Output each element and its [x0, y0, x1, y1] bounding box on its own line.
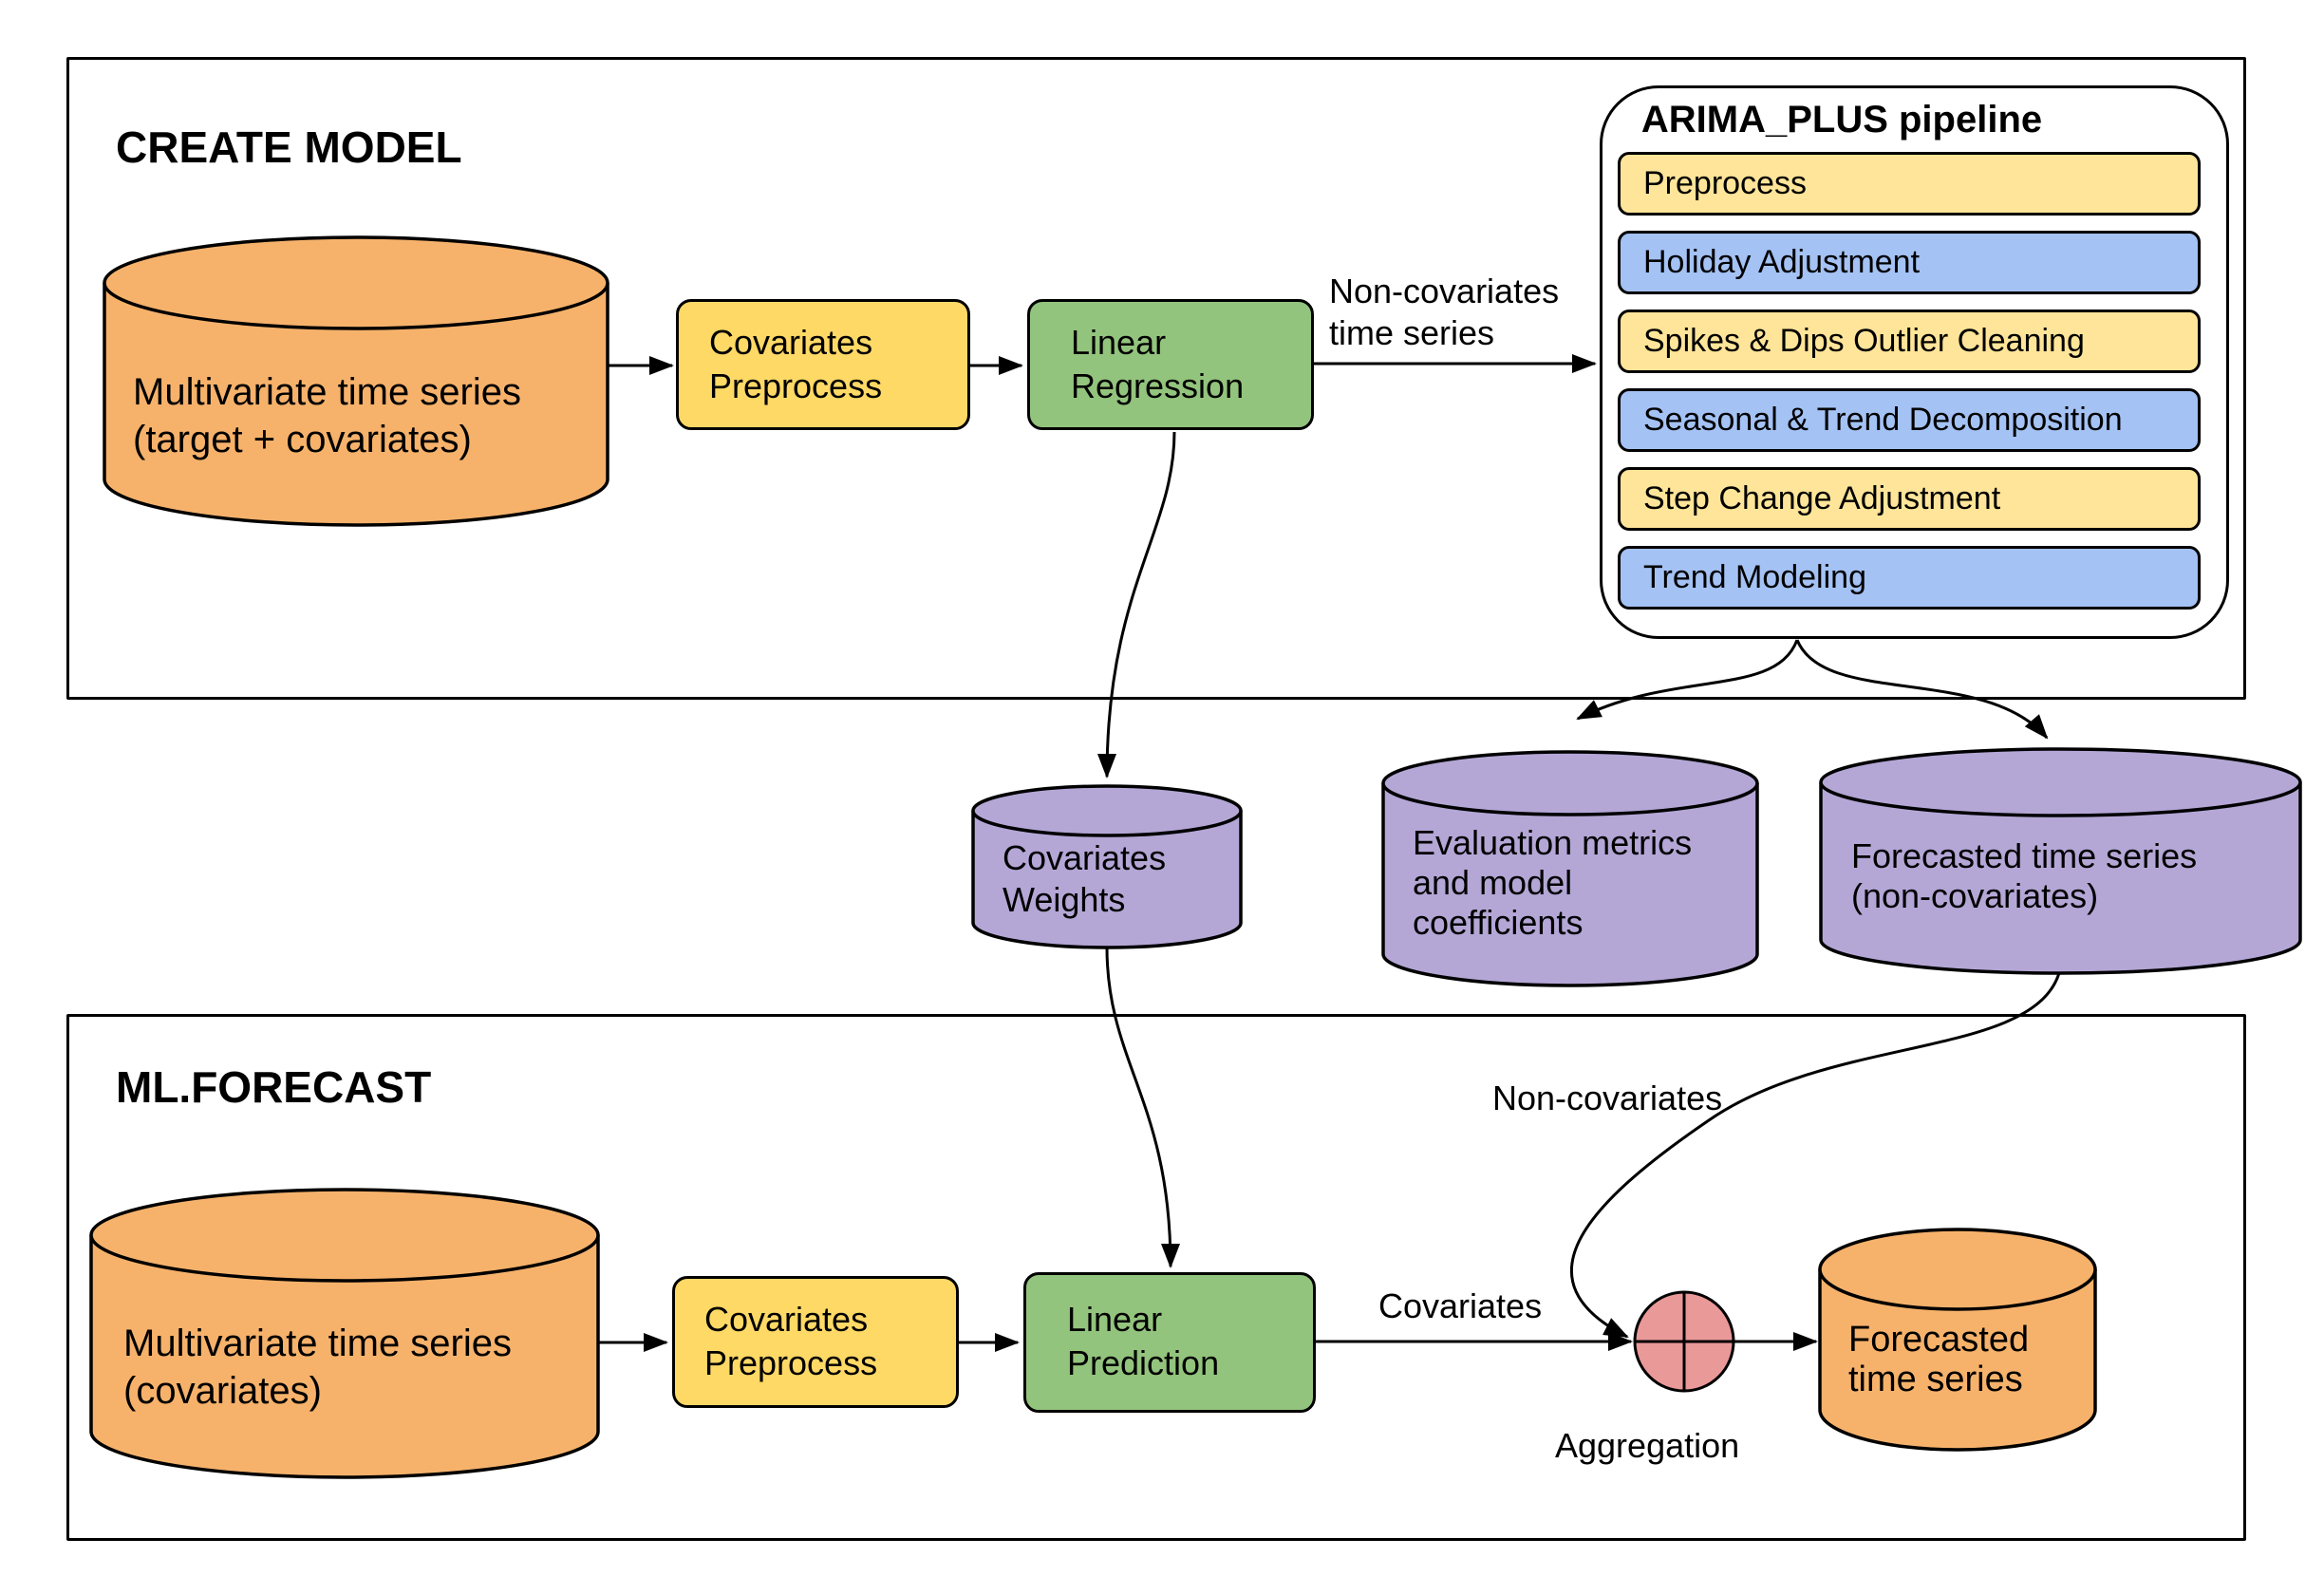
curve-pipeline-to-forecast-noncov	[1795, 639, 2049, 740]
linear-regression-label: Linear Regression	[1071, 323, 1245, 405]
pipeline-step-step-change: Step Change Adjustment	[1618, 467, 2201, 531]
arima-plus-pipeline-title: ARIMA_PLUS pipeline	[1640, 99, 2043, 141]
linear-regression-box	[1027, 299, 1314, 430]
output-cylinder	[1818, 1228, 2097, 1452]
input-cylinder-train-label: Multivariate time series (target + covar…	[133, 371, 522, 460]
create-model-title: CREATE MODEL	[116, 122, 462, 172]
create-model-section	[66, 57, 2246, 700]
covariates-preprocess-box-train	[676, 299, 970, 430]
forecasted-non-covariates-label: Forecasted time series (non-covariates)	[1851, 836, 2198, 915]
aggregation-node	[1633, 1290, 1735, 1393]
covariates-preprocess-forecast-label: Covariates Preprocess	[704, 1300, 878, 1382]
input-cylinder-forecast-label: Multivariate time series (covariates)	[123, 1323, 513, 1412]
non-covariates-edge-label: Non-covariates	[1492, 1079, 1723, 1117]
pipeline-step-holiday-adjustment: Holiday Adjustment	[1618, 231, 2201, 294]
pipeline-step-label: Trend Modeling	[1643, 559, 1866, 595]
curve-weights-to-prediction	[1105, 947, 1180, 1268]
pipeline-step-label: Step Change Adjustment	[1643, 480, 2001, 516]
aggregation-label: Aggregation	[1555, 1426, 1740, 1465]
covariates-edge-label: Covariates	[1378, 1286, 1543, 1325]
linear-prediction-label: Linear Prediction	[1067, 1300, 1220, 1382]
ml-forecast-title: ML.FORECAST	[116, 1062, 432, 1112]
pipeline-step-label: Seasonal & Trend Decomposition	[1643, 402, 2123, 438]
non-covariates-time-series-label: Non-covariates time series	[1329, 272, 1560, 352]
output-cylinder-label: Forecasted time series	[1848, 1320, 2030, 1399]
pipeline-step-preprocess: Preprocess	[1618, 152, 2201, 216]
covariates-weights-label: Covariates Weights	[1003, 838, 1167, 919]
covariates-weights-cylinder	[971, 784, 1243, 949]
curve-noncov-to-aggregation	[1569, 972, 2061, 1339]
ml-forecast-section	[66, 1014, 2246, 1541]
curve-regression-to-weights	[1097, 431, 1176, 779]
pipeline-step-spikes-dips: Spikes & Dips Outlier Cleaning	[1618, 310, 2201, 373]
input-cylinder-forecast	[89, 1188, 600, 1479]
input-cylinder-train	[103, 235, 609, 527]
evaluation-metrics-cylinder	[1381, 750, 1759, 987]
pipeline-step-label: Preprocess	[1643, 165, 1807, 201]
covariates-preprocess-box-forecast	[672, 1276, 959, 1408]
evaluation-metrics-label: Evaluation metrics and model coefficient…	[1413, 823, 1693, 942]
forecasted-non-covariates-cylinder	[1819, 747, 2302, 975]
pipeline-step-seasonal-trend: Seasonal & Trend Decomposition	[1618, 388, 2201, 452]
linear-prediction-box	[1023, 1272, 1316, 1413]
covariates-preprocess-train-label: Covariates Preprocess	[709, 323, 883, 405]
pipeline-step-label: Spikes & Dips Outlier Cleaning	[1643, 323, 2085, 359]
pipeline-step-trend-modeling: Trend Modeling	[1618, 546, 2201, 610]
curve-pipeline-to-evaluation	[1576, 639, 1799, 721]
pipeline-step-label: Holiday Adjustment	[1643, 244, 1921, 280]
